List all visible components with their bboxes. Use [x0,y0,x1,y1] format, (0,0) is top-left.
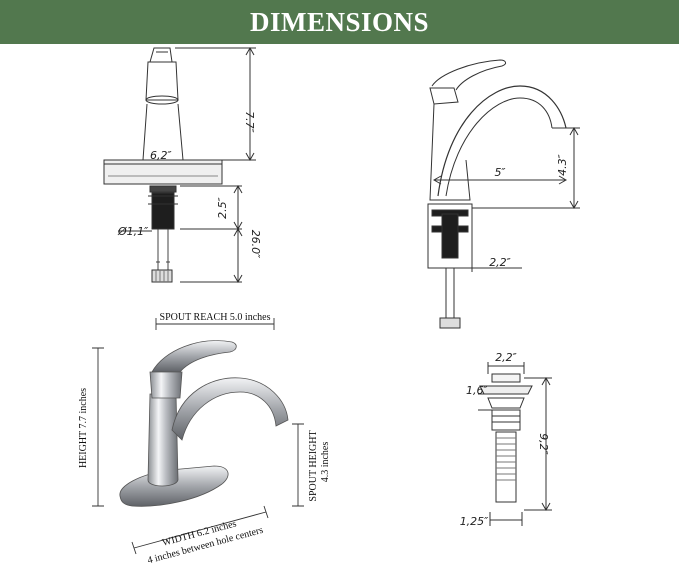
spout-reach-caption: SPOUT REACH 5.0 inches [160,312,271,323]
width-dimension-label: 6,2″ [150,149,172,162]
base-dimension-label: 2,2″ [489,256,511,269]
reach-dimension-label: 5″ [494,166,506,179]
drain-tail-label: 1,25″ [460,515,489,528]
page-title: DIMENSIONS [249,6,430,37]
spout-height-caption: SPOUT HEIGHT [308,430,319,501]
diameter-label: Ø1,1″ [117,225,149,238]
front-view-drawing [103,46,256,284]
drain-cap-label: 2,2″ [495,351,517,364]
hose-length-label: 26.0″ [249,230,262,259]
drain-view-drawing [478,362,552,526]
drain-length-label: 9,2″ [537,433,550,455]
shank-dimension-label: 2.5″ [216,196,229,218]
height-caption: HEIGHT 7.7 inches [78,388,89,468]
spout-height-dimension-label: 4.3″ [556,153,569,175]
header-banner: DIMENSIONS [0,0,679,44]
side-view-drawing [427,59,580,329]
drain-flange-label: 1,6″ [466,384,488,397]
faucet-photo-illustration [92,318,304,555]
height-dimension-label: 7.7″ [243,111,256,133]
spout-height-value-caption: 4.3 inches [320,442,331,483]
